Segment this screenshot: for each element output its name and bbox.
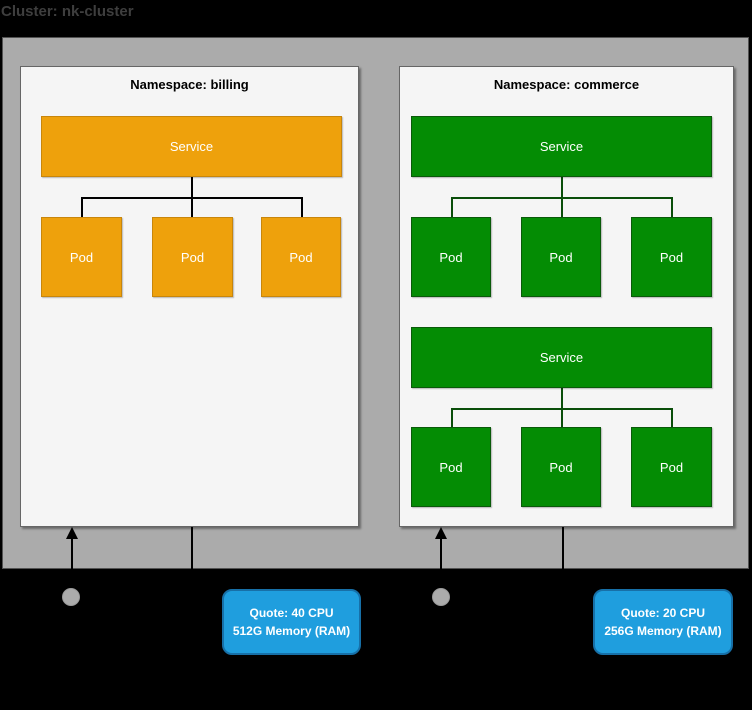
connector-line — [561, 388, 563, 408]
pod-node-billing-1: Pod — [41, 217, 122, 297]
connector-line — [671, 408, 673, 427]
connector-line — [191, 197, 193, 217]
pod-node-commerce-2-1: Pod — [411, 427, 491, 507]
connector-line — [562, 527, 564, 570]
endpoint-circle-billing — [62, 588, 80, 606]
connector-line — [301, 197, 303, 217]
connector-line — [191, 527, 193, 570]
service-node-commerce-2: Service — [411, 327, 712, 388]
connector-line — [451, 197, 453, 217]
pod-node-commerce-1-2: Pod — [521, 217, 601, 297]
cluster-title: Cluster: nk-cluster — [1, 3, 134, 20]
namespace-billing: Namespace: billing Service Pod Pod Pod — [20, 66, 359, 527]
quota-badge-commerce: Quote: 20 CPU 256G Memory (RAM) — [593, 589, 733, 655]
pod-label: Pod — [549, 459, 573, 475]
connector-line — [561, 177, 563, 197]
connector-line — [561, 197, 563, 217]
pod-label: Pod — [549, 249, 573, 265]
service-node-commerce-1: Service — [411, 116, 712, 177]
connector-line — [81, 197, 83, 217]
connector-line — [191, 177, 193, 197]
pod-label: Pod — [659, 249, 684, 265]
service-label: Service — [539, 139, 584, 154]
pod-label: Pod — [439, 249, 463, 265]
namespace-billing-label: Namespace: billing — [130, 77, 249, 92]
service-label: Service — [169, 139, 214, 154]
pod-node-commerce-2-2: Pod — [521, 427, 601, 507]
cluster-box: Namespace: billing Service Pod Pod Pod N… — [2, 37, 749, 570]
quota-line-2: 512G Memory (RAM) — [232, 624, 351, 638]
pod-label: Pod — [180, 249, 205, 265]
service-node-billing: Service — [41, 116, 342, 177]
endpoint-circle-commerce — [432, 588, 450, 606]
connector-line — [451, 408, 453, 427]
quota-line-1: Quote: 40 CPU — [249, 606, 334, 620]
connector-line — [671, 197, 673, 217]
arrow-up-icon — [66, 527, 78, 539]
arrow-up-icon — [435, 527, 447, 539]
pod-node-billing-3: Pod — [261, 217, 341, 297]
pod-label: Pod — [659, 459, 684, 475]
pod-node-commerce-1-1: Pod — [411, 217, 491, 297]
quota-line-2: 256G Memory (RAM) — [604, 624, 722, 638]
pod-node-billing-2: Pod — [152, 217, 233, 297]
pod-node-commerce-1-3: Pod — [631, 217, 712, 297]
namespace-commerce-label: Namespace: commerce — [493, 77, 640, 92]
pod-node-commerce-2-3: Pod — [631, 427, 712, 507]
arrow-shaft — [440, 538, 442, 570]
service-label: Service — [539, 350, 584, 365]
quota-line-1: Quote: 20 CPU — [620, 606, 705, 620]
namespace-commerce: Namespace: commerce Service Pod Pod Pod … — [399, 66, 734, 527]
connector-line — [561, 408, 563, 427]
arrow-shaft — [71, 538, 73, 570]
quota-badge-billing: Quote: 40 CPU 512G Memory (RAM) — [222, 589, 361, 655]
pod-label: Pod — [69, 249, 94, 265]
pod-label: Pod — [289, 249, 313, 265]
pod-label: Pod — [439, 459, 463, 475]
